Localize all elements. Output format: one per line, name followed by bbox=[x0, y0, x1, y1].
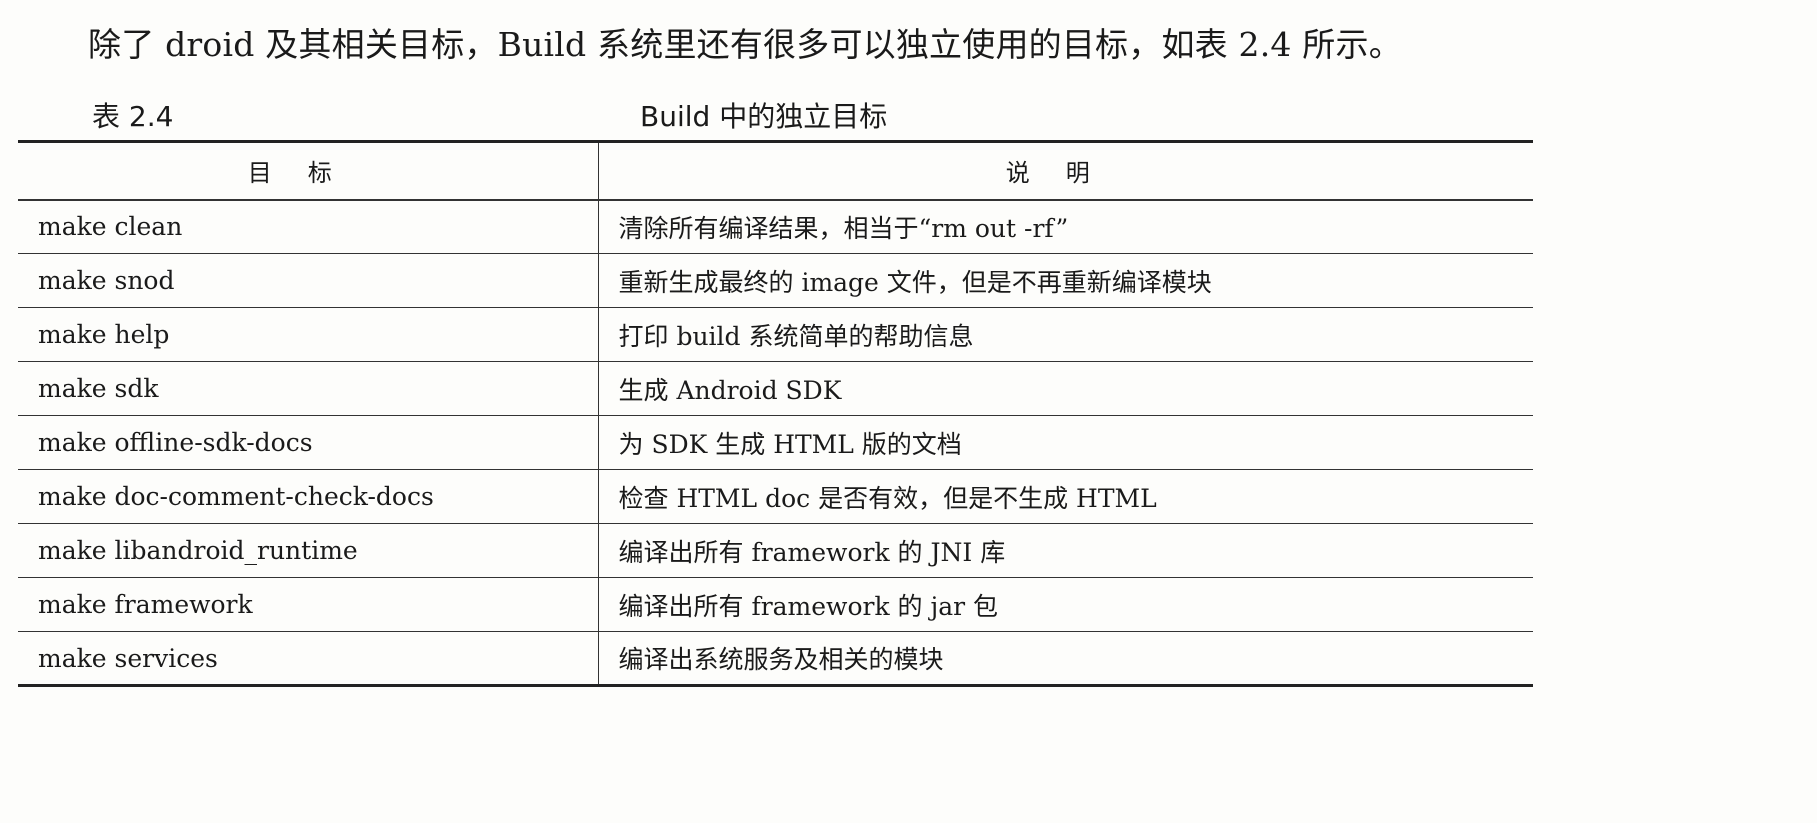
description-cell: 为 SDK 生成 HTML 版的文档 bbox=[598, 415, 1533, 470]
table-row: make doc-comment-check-docs 检查 HTML doc … bbox=[18, 469, 1533, 524]
description-cell: 编译出系统服务及相关的模块 bbox=[598, 631, 1533, 687]
target-cell: make snod bbox=[18, 253, 599, 308]
target-cell: make offline-sdk-docs bbox=[18, 415, 599, 470]
target-cell: make sdk bbox=[18, 361, 599, 416]
table-row: make snod 重新生成最终的 image 文件，但是不再重新编译模块 bbox=[18, 253, 1533, 308]
target-cell: make clean bbox=[18, 199, 599, 254]
description-cell: 生成 Android SDK bbox=[598, 361, 1533, 416]
description-cell: 编译出所有 framework 的 JNI 库 bbox=[598, 523, 1533, 578]
target-cell: make framework bbox=[18, 577, 599, 632]
description-cell: 打印 build 系统简单的帮助信息 bbox=[598, 307, 1533, 362]
target-cell: make help bbox=[18, 307, 599, 362]
table-row: make clean 清除所有编译结果，相当于“rm out -rf” bbox=[18, 199, 1533, 254]
intro-paragraph: 除了 droid 及其相关目标，Build 系统里还有很多可以独立使用的目标，如… bbox=[88, 25, 1402, 64]
header-target: 目标 bbox=[18, 140, 599, 201]
target-cell: make doc-comment-check-docs bbox=[18, 469, 599, 524]
table-caption-title: Build 中的独立目标 bbox=[640, 100, 888, 133]
description-cell: 检查 HTML doc 是否有效，但是不生成 HTML bbox=[598, 469, 1533, 524]
table-row: make libandroid_runtime 编译出所有 framework … bbox=[18, 523, 1533, 578]
header-description: 说明 bbox=[598, 140, 1533, 201]
table-row: make services 编译出系统服务及相关的模块 bbox=[18, 631, 1533, 687]
build-targets-table: 目标 说明 make clean 清除所有编译结果，相当于“rm out -rf… bbox=[18, 140, 1533, 687]
table-row: make sdk 生成 Android SDK bbox=[18, 361, 1533, 416]
target-cell: make services bbox=[18, 631, 599, 687]
description-cell: 重新生成最终的 image 文件，但是不再重新编译模块 bbox=[598, 253, 1533, 308]
table-header-row: 目标 说明 bbox=[18, 140, 1533, 201]
table-row: make offline-sdk-docs 为 SDK 生成 HTML 版的文档 bbox=[18, 415, 1533, 470]
table-row: make help 打印 build 系统简单的帮助信息 bbox=[18, 307, 1533, 362]
table-row: make framework 编译出所有 framework 的 jar 包 bbox=[18, 577, 1533, 632]
description-cell: 编译出所有 framework 的 jar 包 bbox=[598, 577, 1533, 632]
description-cell: 清除所有编译结果，相当于“rm out -rf” bbox=[598, 199, 1533, 254]
table-caption-number: 表 2.4 bbox=[92, 100, 174, 133]
target-cell: make libandroid_runtime bbox=[18, 523, 599, 578]
